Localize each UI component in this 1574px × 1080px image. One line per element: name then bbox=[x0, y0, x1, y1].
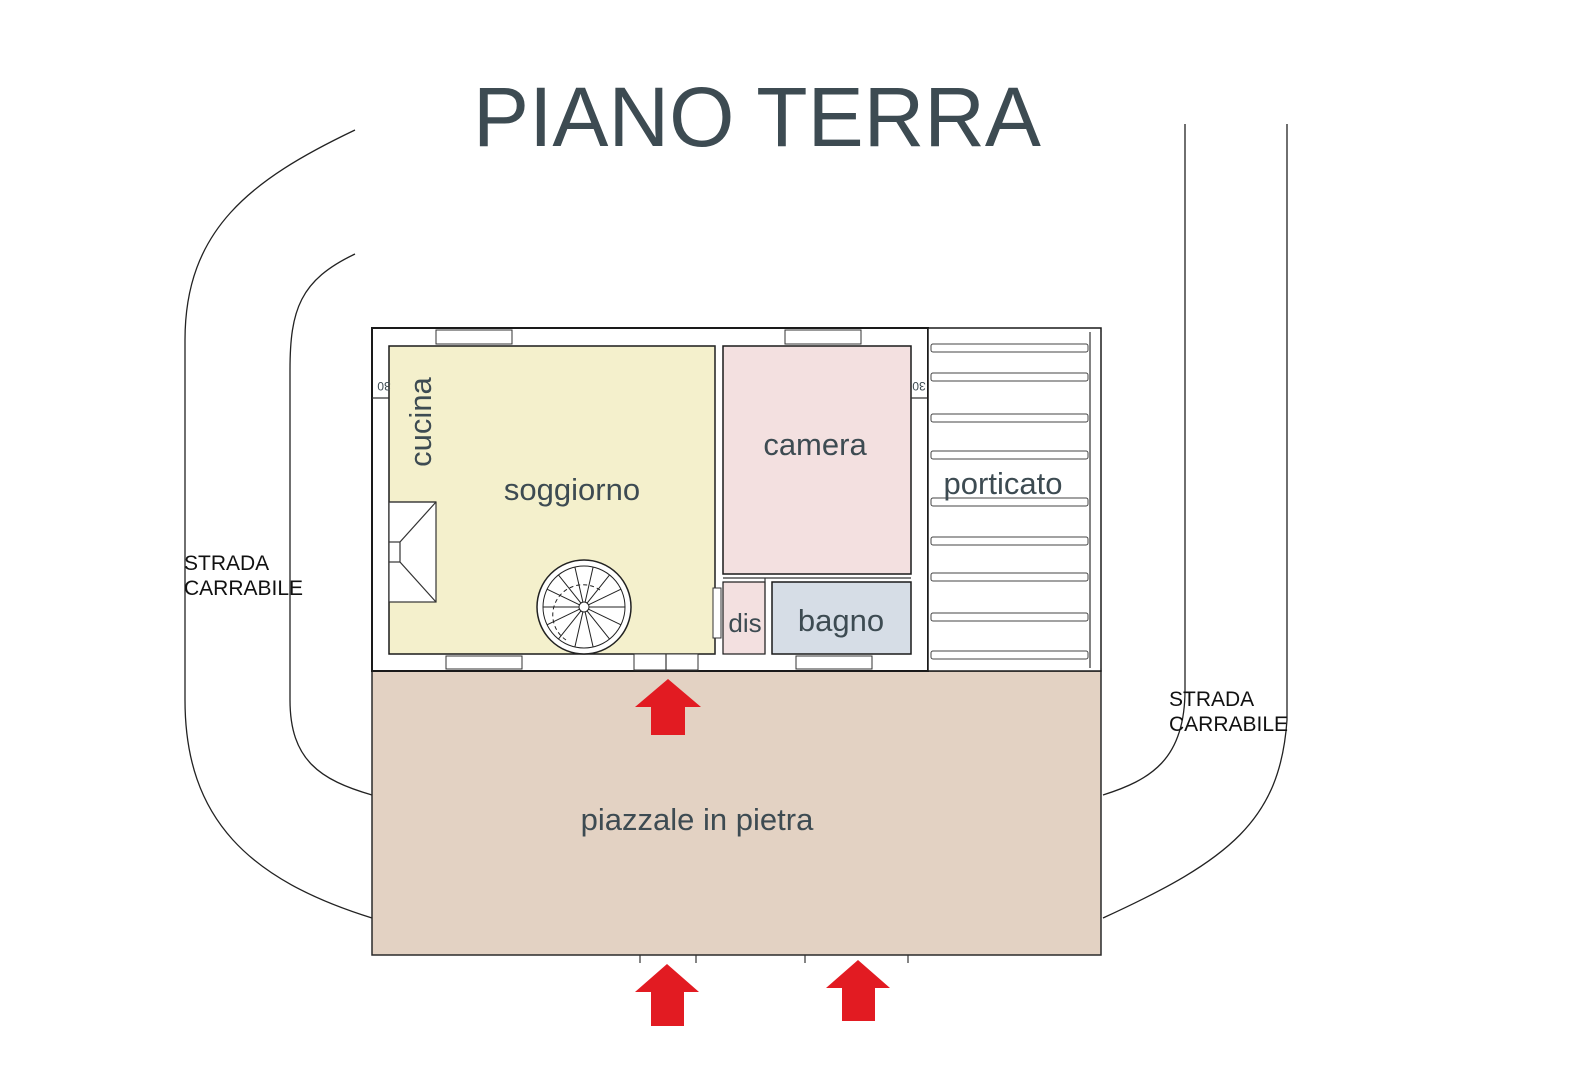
soggiorno-area bbox=[388, 345, 716, 655]
spiral-staircase-icon bbox=[536, 559, 632, 655]
dimension-mark-right: 30 bbox=[911, 379, 928, 399]
room-label-cucina: cucina bbox=[403, 376, 438, 466]
piazzale-area bbox=[371, 670, 1102, 956]
plan-title: PIANO TERRA bbox=[473, 70, 1041, 164]
road-label-left: STRADA CARRABILE bbox=[184, 552, 303, 600]
svg-text:30: 30 bbox=[912, 379, 926, 393]
camera-area bbox=[722, 345, 912, 575]
left-road bbox=[184, 129, 373, 919]
svg-text:CARRABILE: CARRABILE bbox=[1169, 713, 1288, 736]
room-label-dis: dis bbox=[728, 608, 761, 638]
building bbox=[371, 327, 929, 672]
room-label-porticato: porticato bbox=[944, 466, 1063, 501]
fireplace-icon bbox=[388, 501, 437, 603]
svg-text:STRADA: STRADA bbox=[184, 552, 269, 575]
dis-area bbox=[722, 581, 766, 655]
svg-text:STRADA: STRADA bbox=[1169, 688, 1254, 711]
entrance-arrow-icon bbox=[826, 960, 890, 1021]
piazzale-openings bbox=[639, 955, 909, 963]
entrance-arrow-icon bbox=[635, 964, 699, 1026]
right-road bbox=[1102, 124, 1288, 919]
bagno-area bbox=[771, 581, 912, 655]
room-label-camera: camera bbox=[763, 427, 867, 462]
room-label-bagno: bagno bbox=[798, 603, 884, 638]
room-label-soggiorno: soggiorno bbox=[504, 472, 640, 507]
svg-text:CARRABILE: CARRABILE bbox=[184, 577, 303, 600]
dimension-mark-left: 30 bbox=[372, 379, 391, 399]
road-label-right: STRADA CARRABILE bbox=[1169, 688, 1288, 736]
entrance-arrow-icon bbox=[635, 679, 701, 735]
porticato-area bbox=[927, 327, 1102, 672]
svg-text:30: 30 bbox=[377, 379, 391, 393]
room-label-piazzale: piazzale in pietra bbox=[581, 802, 814, 837]
